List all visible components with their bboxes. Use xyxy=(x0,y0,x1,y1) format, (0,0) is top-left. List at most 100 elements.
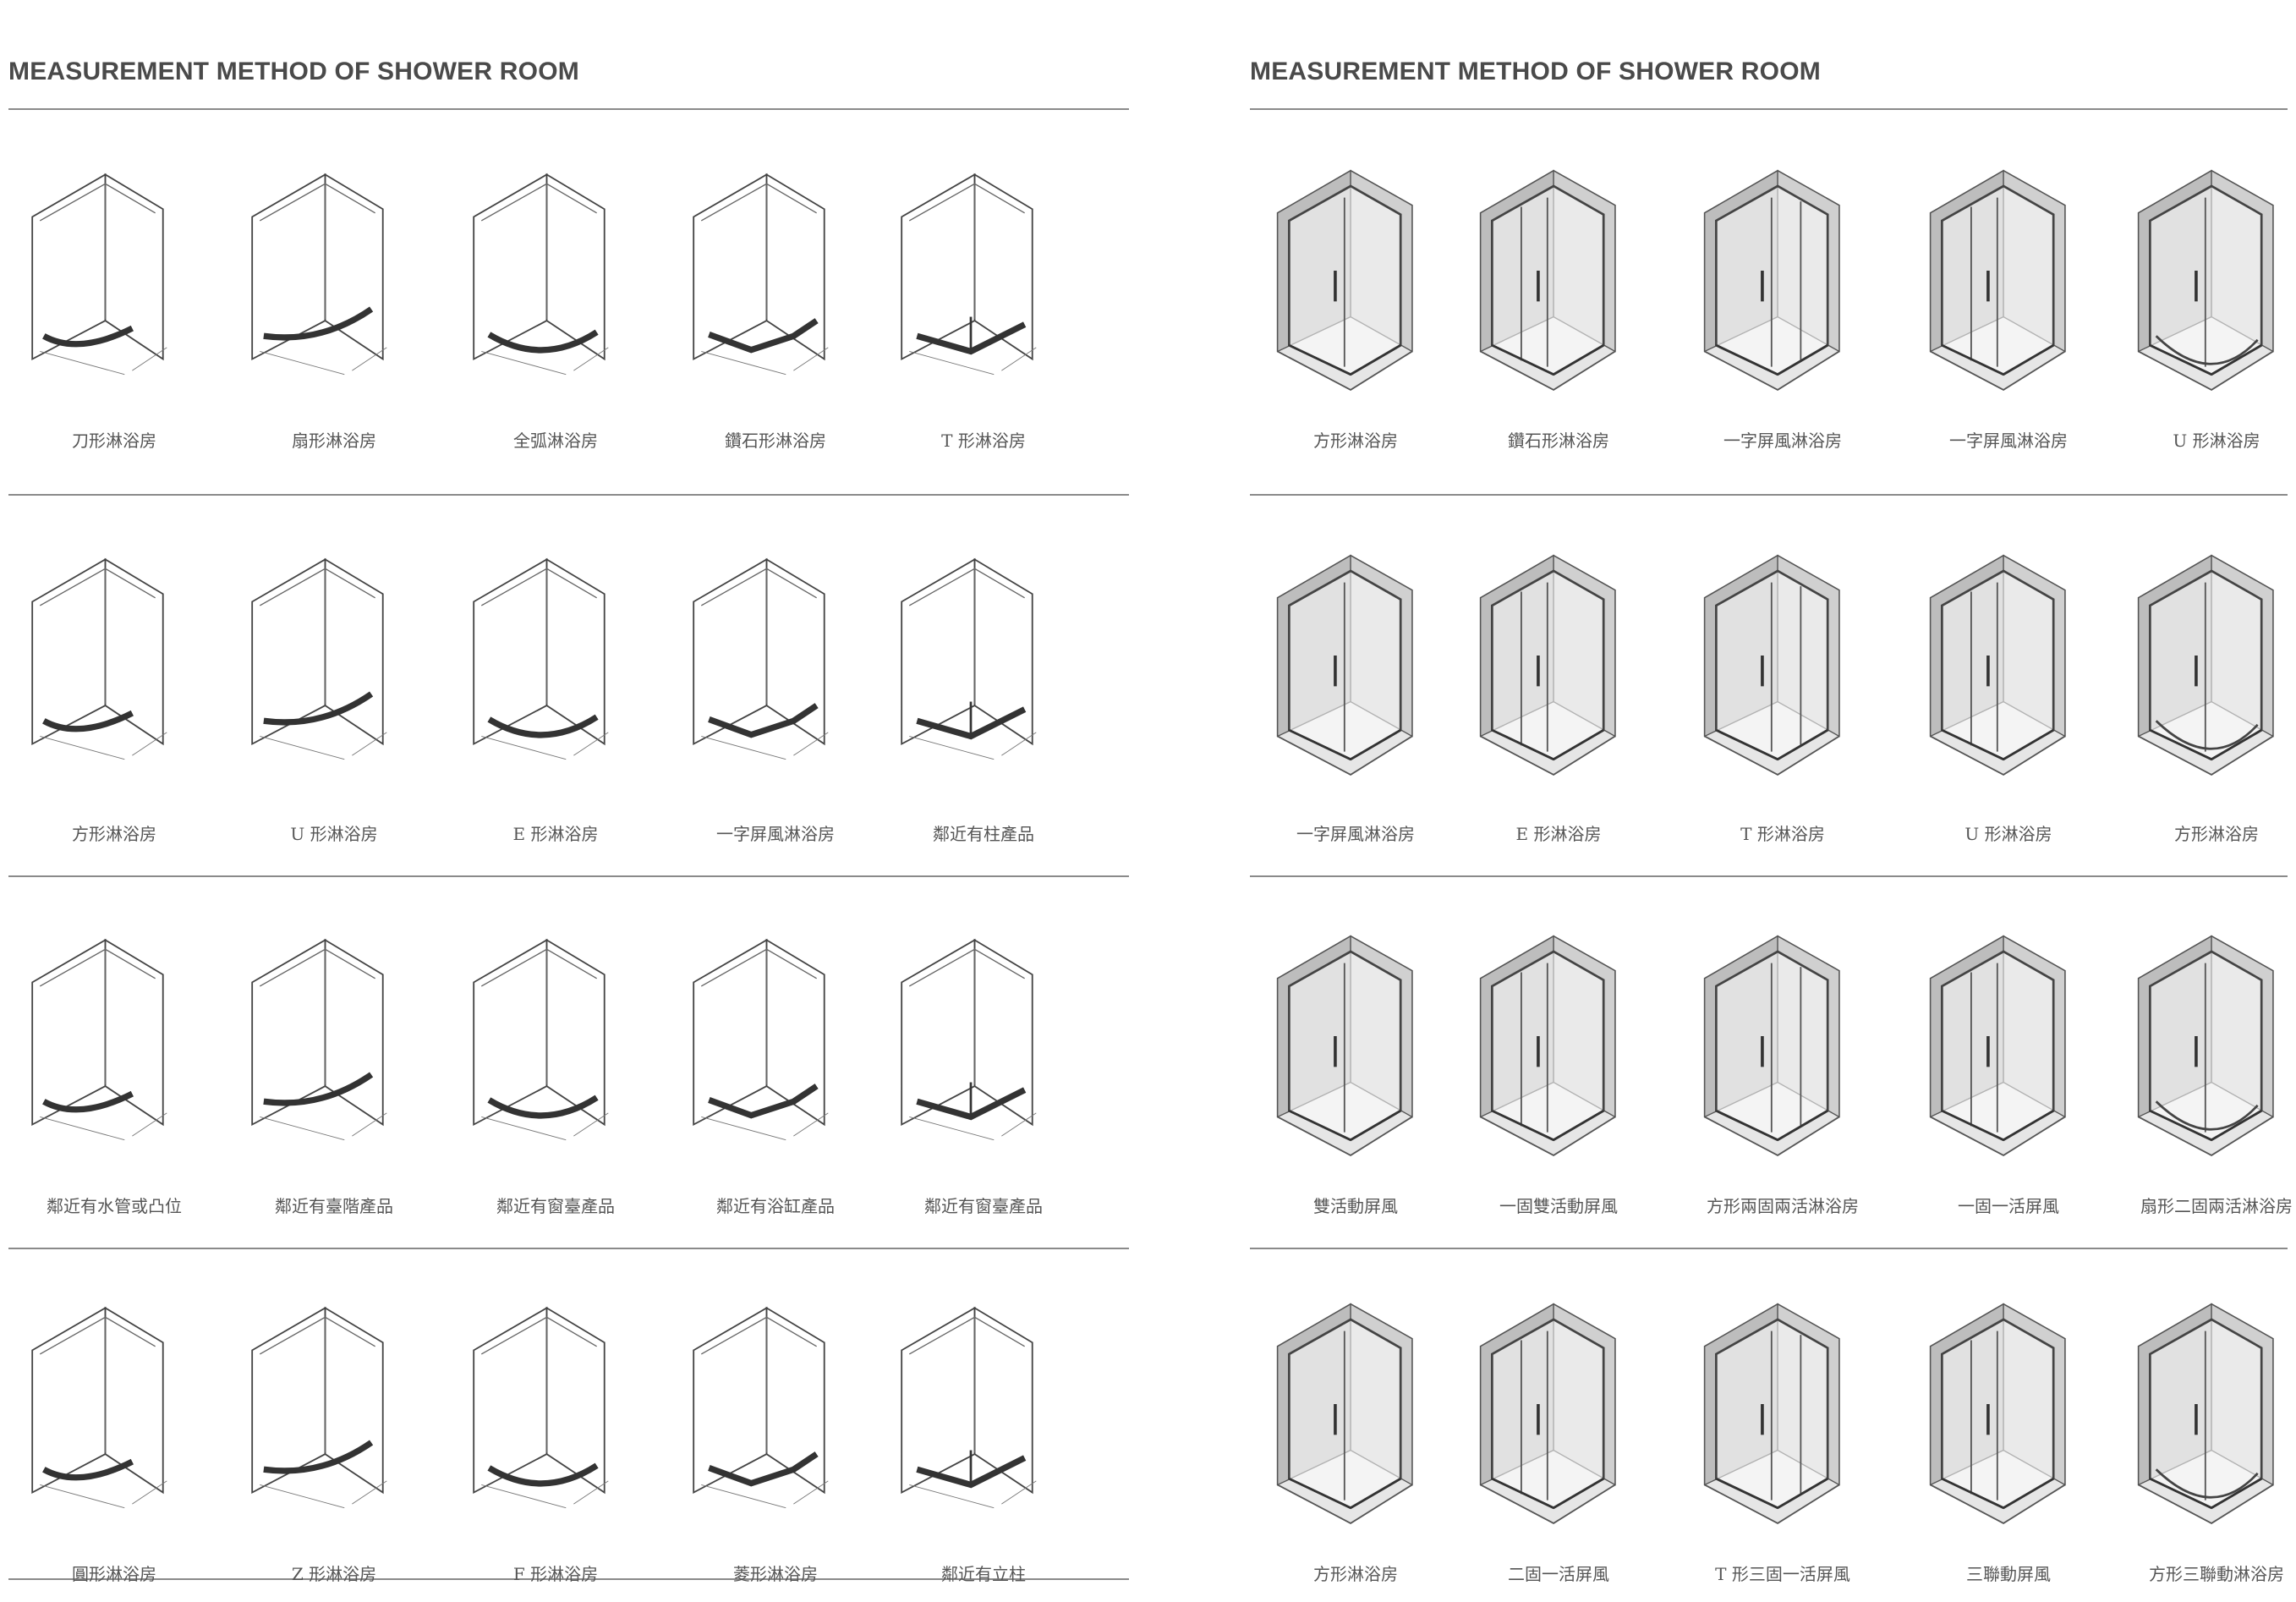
shower-room-label: 鄰近有窗臺產品 xyxy=(496,1196,615,1216)
shower-room-label: 鄰近有浴缸產品 xyxy=(716,1196,835,1216)
shower-room-item: T 形淋浴房 xyxy=(878,144,1089,451)
shower-room-label: T 形淋浴房 xyxy=(941,431,1026,451)
shower-room-illustration xyxy=(31,1306,167,1509)
shower-room-illustration xyxy=(693,1306,829,1509)
shower-room-illustration xyxy=(31,938,167,1141)
shower-room-label: 雙活動屏風 xyxy=(1313,1196,1398,1216)
shower-room-illustration xyxy=(473,557,609,760)
shower-room-label: 鄰近有水管或凸位 xyxy=(47,1196,182,1216)
shower-room-label: 一固一活屏風 xyxy=(1958,1196,2059,1216)
shower-room-illustration xyxy=(473,938,609,1141)
shower-room-label: 扇形二固兩活淋浴房 xyxy=(2140,1196,2293,1216)
shower-room-label: 二固一活屏風 xyxy=(1508,1564,1609,1584)
shower-room-illustration xyxy=(901,938,1037,1141)
shower-room-label: 鑽石形淋浴房 xyxy=(1508,431,1609,451)
shower-room-illustration xyxy=(901,1306,1037,1509)
shower-room-illustration xyxy=(1276,554,1413,776)
shower-room-item: F 形淋浴房 xyxy=(450,1277,661,1584)
shower-room-label: 方形淋浴房 xyxy=(2174,824,2259,844)
shower-room-item: T 形淋浴房 xyxy=(1677,529,1888,844)
shower-room-item: 鄰近有浴缸產品 xyxy=(670,909,881,1216)
shower-room-illustration xyxy=(1929,1303,2066,1524)
shower-room-illustration xyxy=(2137,169,2274,391)
divider xyxy=(8,875,1129,877)
shower-room-label: 鑽石形淋浴房 xyxy=(725,431,826,451)
shower-room-item: 一固一活屏風 xyxy=(1903,909,2114,1216)
shower-room-illustration xyxy=(251,173,387,376)
shower-room-item: 鑽石形淋浴房 xyxy=(670,144,881,451)
divider xyxy=(8,1578,1129,1580)
shower-room-item: 鄰近有窗臺產品 xyxy=(878,909,1089,1216)
shower-room-illustration xyxy=(693,557,829,760)
shower-room-label: U 形淋浴房 xyxy=(290,824,378,844)
shower-room-item: T 形三固一活屏風 xyxy=(1677,1277,1888,1584)
shower-room-item: 鑽石形淋浴房 xyxy=(1453,144,1664,451)
shower-room-item: 鄰近有水管或凸位 xyxy=(8,909,220,1216)
shower-room-item: 方形淋浴房 xyxy=(1250,144,1461,451)
shower-room-item: 方形淋浴房 xyxy=(8,529,220,844)
shower-room-label: T 形淋浴房 xyxy=(1740,824,1825,844)
shower-room-label: 方形淋浴房 xyxy=(1313,431,1398,451)
shower-room-label: E 形淋浴房 xyxy=(1515,824,1602,844)
shower-room-label: 方形三聯動淋浴房 xyxy=(2149,1564,2284,1584)
shower-room-label: 一字屏風淋浴房 xyxy=(716,824,835,844)
shower-room-label: E 形淋浴房 xyxy=(512,824,599,844)
shower-room-illustration xyxy=(693,938,829,1141)
shower-room-item: 菱形淋浴房 xyxy=(670,1277,881,1584)
shower-room-label: 一字屏風淋浴房 xyxy=(1723,431,1842,451)
shower-room-illustration xyxy=(1703,169,1840,391)
shower-room-illustration xyxy=(1703,935,1840,1156)
divider xyxy=(1250,494,2288,496)
shower-room-item: 扇形二固兩活淋浴房 xyxy=(2111,909,2296,1216)
shower-room-label: 一字屏風淋浴房 xyxy=(1296,824,1415,844)
shower-room-label: Z 形淋浴房 xyxy=(291,1564,377,1584)
divider xyxy=(8,108,1129,110)
shower-room-illustration xyxy=(1703,1303,1840,1524)
shower-room-label: 鄰近有臺階產品 xyxy=(275,1196,393,1216)
shower-room-item: U 形淋浴房 xyxy=(1903,529,2114,844)
shower-room-label: T 形三固一活屏風 xyxy=(1715,1564,1850,1584)
shower-room-item: 方形兩固兩活淋浴房 xyxy=(1677,909,1888,1216)
shower-room-item: E 形淋浴房 xyxy=(1453,529,1664,844)
shower-room-item: 鄰近有臺階產品 xyxy=(228,909,440,1216)
shower-room-item: 刀形淋浴房 xyxy=(8,144,220,451)
shower-room-item: 扇形淋浴房 xyxy=(228,144,440,451)
divider xyxy=(8,494,1129,496)
shower-room-label: 鄰近有立柱 xyxy=(941,1564,1026,1584)
shower-room-label: 鄰近有柱產品 xyxy=(933,824,1034,844)
shower-room-label: 刀形淋浴房 xyxy=(72,431,156,451)
shower-room-item: 方形淋浴房 xyxy=(1250,1277,1461,1584)
page-title: MEASUREMENT METHOD OF SHOWER ROOM xyxy=(1250,58,1821,85)
shower-room-item: 一字屏風淋浴房 xyxy=(1677,144,1888,451)
shower-room-illustration xyxy=(901,173,1037,376)
shower-room-label: 一字屏風淋浴房 xyxy=(1949,431,2068,451)
shower-room-label: 菱形淋浴房 xyxy=(733,1564,818,1584)
shower-room-illustration xyxy=(251,1306,387,1509)
shower-room-illustration xyxy=(473,1306,609,1509)
shower-room-item: 一固雙活動屏風 xyxy=(1453,909,1664,1216)
shower-room-item: 鄰近有窗臺產品 xyxy=(450,909,661,1216)
shower-room-illustration xyxy=(473,173,609,376)
shower-room-label: 三聯動屏風 xyxy=(1966,1564,2051,1584)
shower-room-item: 一字屏風淋浴房 xyxy=(670,529,881,844)
shower-room-illustration xyxy=(251,557,387,760)
shower-room-label: 鄰近有窗臺產品 xyxy=(924,1196,1043,1216)
shower-room-item: 一字屏風淋浴房 xyxy=(1903,144,2114,451)
shower-room-illustration xyxy=(2137,935,2274,1156)
shower-room-label: 一固雙活動屏風 xyxy=(1499,1196,1618,1216)
shower-room-label: 圓形淋浴房 xyxy=(72,1564,156,1584)
shower-room-illustration xyxy=(1703,554,1840,776)
page-title: MEASUREMENT METHOD OF SHOWER ROOM xyxy=(8,58,579,85)
shower-room-item: 雙活動屏風 xyxy=(1250,909,1461,1216)
shower-room-illustration xyxy=(1479,169,1616,391)
shower-room-illustration xyxy=(251,938,387,1141)
shower-room-label: 方形淋浴房 xyxy=(72,824,156,844)
shower-room-item: 方形三聯動淋浴房 xyxy=(2111,1277,2296,1584)
shower-room-label: 扇形淋浴房 xyxy=(292,431,376,451)
shower-room-item: 一字屏風淋浴房 xyxy=(1250,529,1461,844)
shower-room-label: U 形淋浴房 xyxy=(1964,824,2052,844)
shower-room-label: 方形兩固兩活淋浴房 xyxy=(1707,1196,1859,1216)
shower-room-illustration xyxy=(1276,1303,1413,1524)
shower-room-illustration xyxy=(31,557,167,760)
shower-room-illustration xyxy=(1276,169,1413,391)
